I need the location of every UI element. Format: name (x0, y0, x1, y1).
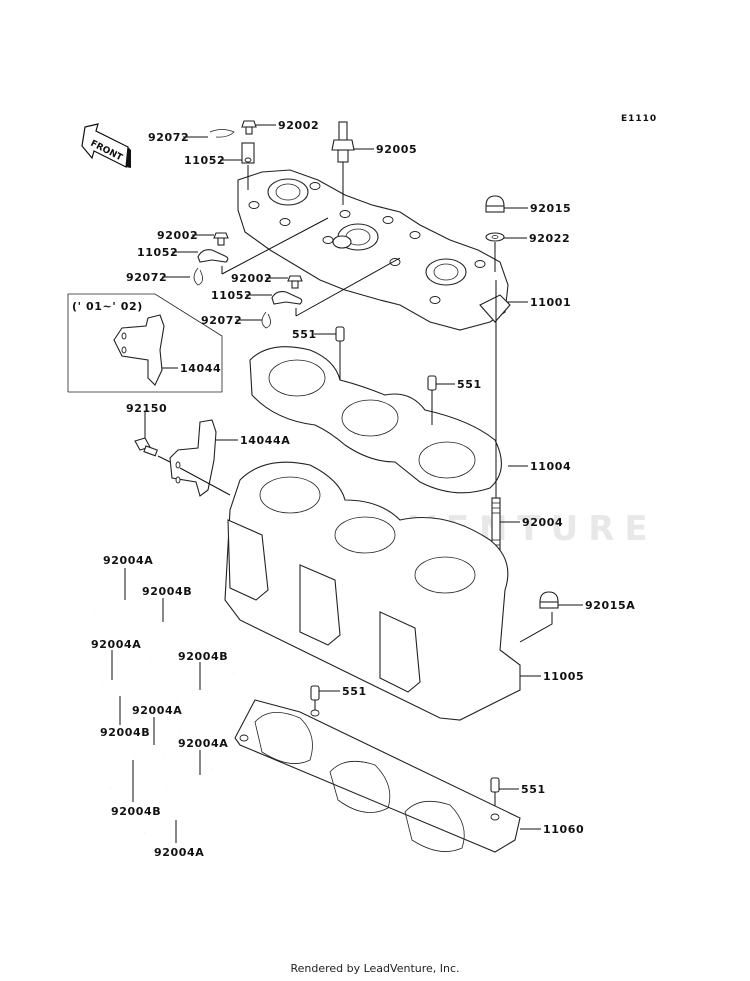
label-92002-top: 92002 (278, 119, 319, 132)
label-92004: 92004 (522, 516, 563, 529)
label-92004a-2: 92004A (91, 638, 141, 651)
bracket-11052-top (241, 142, 255, 190)
base-gasket (234, 699, 521, 853)
cylinder-head (237, 169, 511, 331)
label-11052-mid: 11052 (137, 246, 178, 259)
part-labels: 92072 92002 11052 92005 92015 92022 1100… (91, 119, 635, 859)
dowel-551-a (335, 326, 345, 380)
head-gasket (249, 346, 502, 494)
label-92005: 92005 (376, 143, 417, 156)
label-14044a: 14044A (240, 434, 290, 447)
label-92002-mid: 92002 (157, 229, 198, 242)
fitting-92005 (331, 121, 355, 205)
label-551-b: 551 (457, 378, 482, 391)
label-92004a-4: 92004A (178, 737, 228, 750)
label-92004b-3: 92004B (100, 726, 150, 739)
label-11001: 11001 (530, 296, 571, 309)
bolt-92150 (134, 412, 171, 463)
leader-lines (111, 568, 201, 843)
label-92015a: 92015A (585, 599, 635, 612)
studs (94, 591, 235, 835)
clamp-92072-low (261, 311, 271, 329)
dowel-551-b (427, 375, 437, 425)
label-551-d: 551 (521, 783, 546, 796)
label-92004a-3: 92004A (132, 704, 182, 717)
inset-note: (' 01~' 02) (72, 300, 143, 313)
label-92015: 92015 (530, 202, 571, 215)
label-92150: 92150 (126, 402, 167, 415)
cylinder-block (224, 461, 521, 721)
bracket-11052-mid (197, 217, 329, 275)
bolt-92002-mid (213, 232, 229, 246)
label-92004b-4: 92004B (111, 805, 161, 818)
bracket-14044a (169, 419, 231, 497)
dowel-551-c (310, 685, 320, 712)
clamp-92072-mid (193, 267, 203, 286)
label-11052-top: 11052 (184, 154, 225, 167)
label-11005: 11005 (543, 670, 584, 683)
label-92004b-1: 92004B (142, 585, 192, 598)
label-92002-low: 92002 (231, 272, 272, 285)
label-92004b-2: 92004B (178, 650, 228, 663)
clamp-92072-top (209, 129, 235, 138)
label-551-c: 551 (342, 685, 367, 698)
label-92072-low: 92072 (201, 314, 242, 327)
footer-credit: Rendered by LeadVenture, Inc. (290, 962, 460, 975)
label-92004a-5: 92004A (154, 846, 204, 859)
label-92072-mid: 92072 (126, 271, 167, 284)
front-arrow-icon: FRONT (81, 123, 131, 168)
label-92004a-1: 92004A (103, 554, 153, 567)
label-11052-low: 11052 (211, 289, 252, 302)
diagram-code: E1110 (621, 114, 657, 124)
bolt-92002-low (287, 275, 303, 289)
label-11060: 11060 (543, 823, 584, 836)
cap-nut-92015 (485, 195, 505, 213)
label-551-a: 551 (292, 328, 317, 341)
inset-box: (' 01~' 02) (67, 293, 223, 393)
cap-nut-92015a (519, 591, 559, 643)
bolt-92002-top (241, 120, 257, 135)
washer-92022 (485, 232, 505, 272)
label-92072-top: 92072 (148, 131, 189, 144)
label-92022: 92022 (529, 232, 570, 245)
label-11004: 11004 (530, 460, 571, 473)
label-14044: 14044 (180, 362, 221, 375)
bracket-11052-low (271, 257, 401, 317)
